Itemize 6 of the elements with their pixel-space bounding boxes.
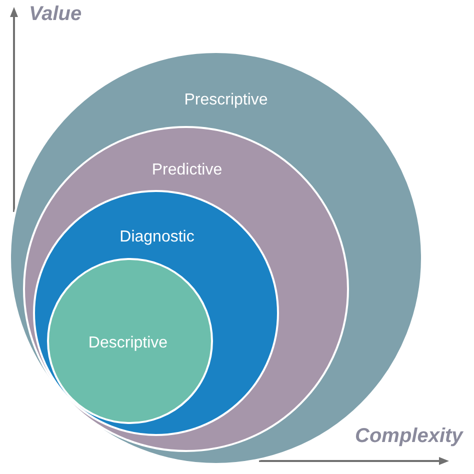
- circle-label: Predictive: [152, 160, 222, 180]
- axis-label: Complexity: [355, 424, 463, 448]
- circle-label: Diagnostic: [120, 228, 194, 246]
- axis-label: Value: [29, 2, 82, 26]
- circle-label: Descriptive: [88, 334, 168, 352]
- circle-label: Prescriptive: [184, 90, 268, 110]
